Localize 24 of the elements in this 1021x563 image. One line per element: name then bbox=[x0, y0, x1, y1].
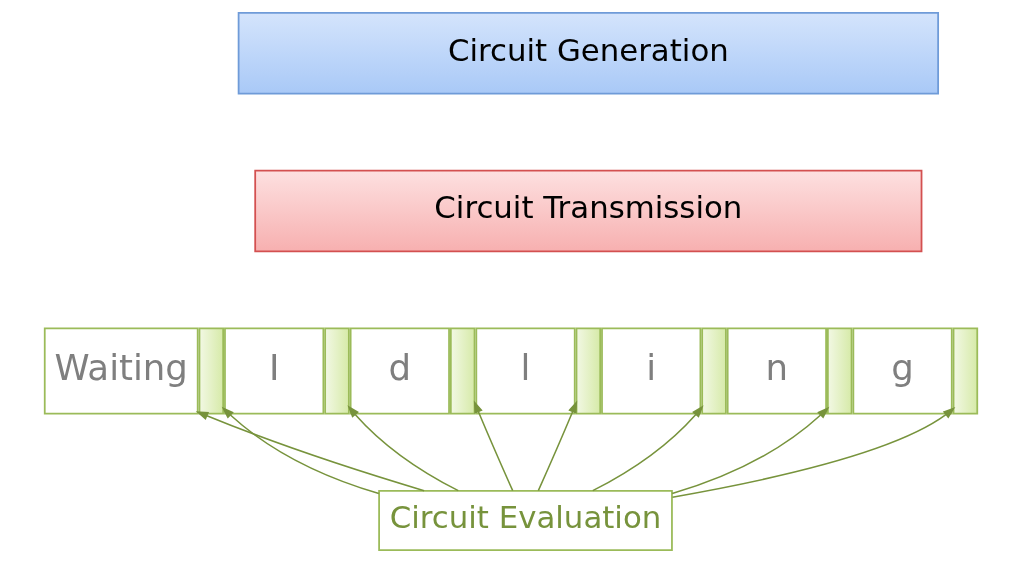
node-box: n bbox=[726, 327, 827, 415]
node-bar bbox=[323, 327, 350, 415]
arrow bbox=[537, 400, 577, 492]
arrow bbox=[195, 411, 425, 492]
node-bar bbox=[700, 327, 727, 415]
node-bar bbox=[952, 327, 978, 415]
node-bar bbox=[198, 327, 224, 415]
arrow bbox=[671, 407, 955, 498]
node-box: Circuit Evaluation bbox=[377, 489, 673, 551]
arrow bbox=[591, 405, 704, 492]
arrow bbox=[346, 405, 459, 492]
node-box: d bbox=[349, 327, 450, 415]
node-box: i bbox=[600, 327, 701, 415]
node-box: g bbox=[851, 327, 953, 415]
arrow bbox=[221, 406, 380, 495]
arrow bbox=[670, 406, 829, 495]
node-bar bbox=[449, 327, 475, 415]
node-box: I bbox=[223, 327, 324, 415]
node-bar bbox=[575, 327, 601, 415]
node-box: Waiting bbox=[43, 327, 199, 415]
node-box: Circuit Transmission bbox=[253, 169, 922, 253]
node-box: Circuit Generation bbox=[237, 12, 939, 95]
node-bar bbox=[826, 327, 852, 415]
arrow bbox=[473, 400, 513, 492]
